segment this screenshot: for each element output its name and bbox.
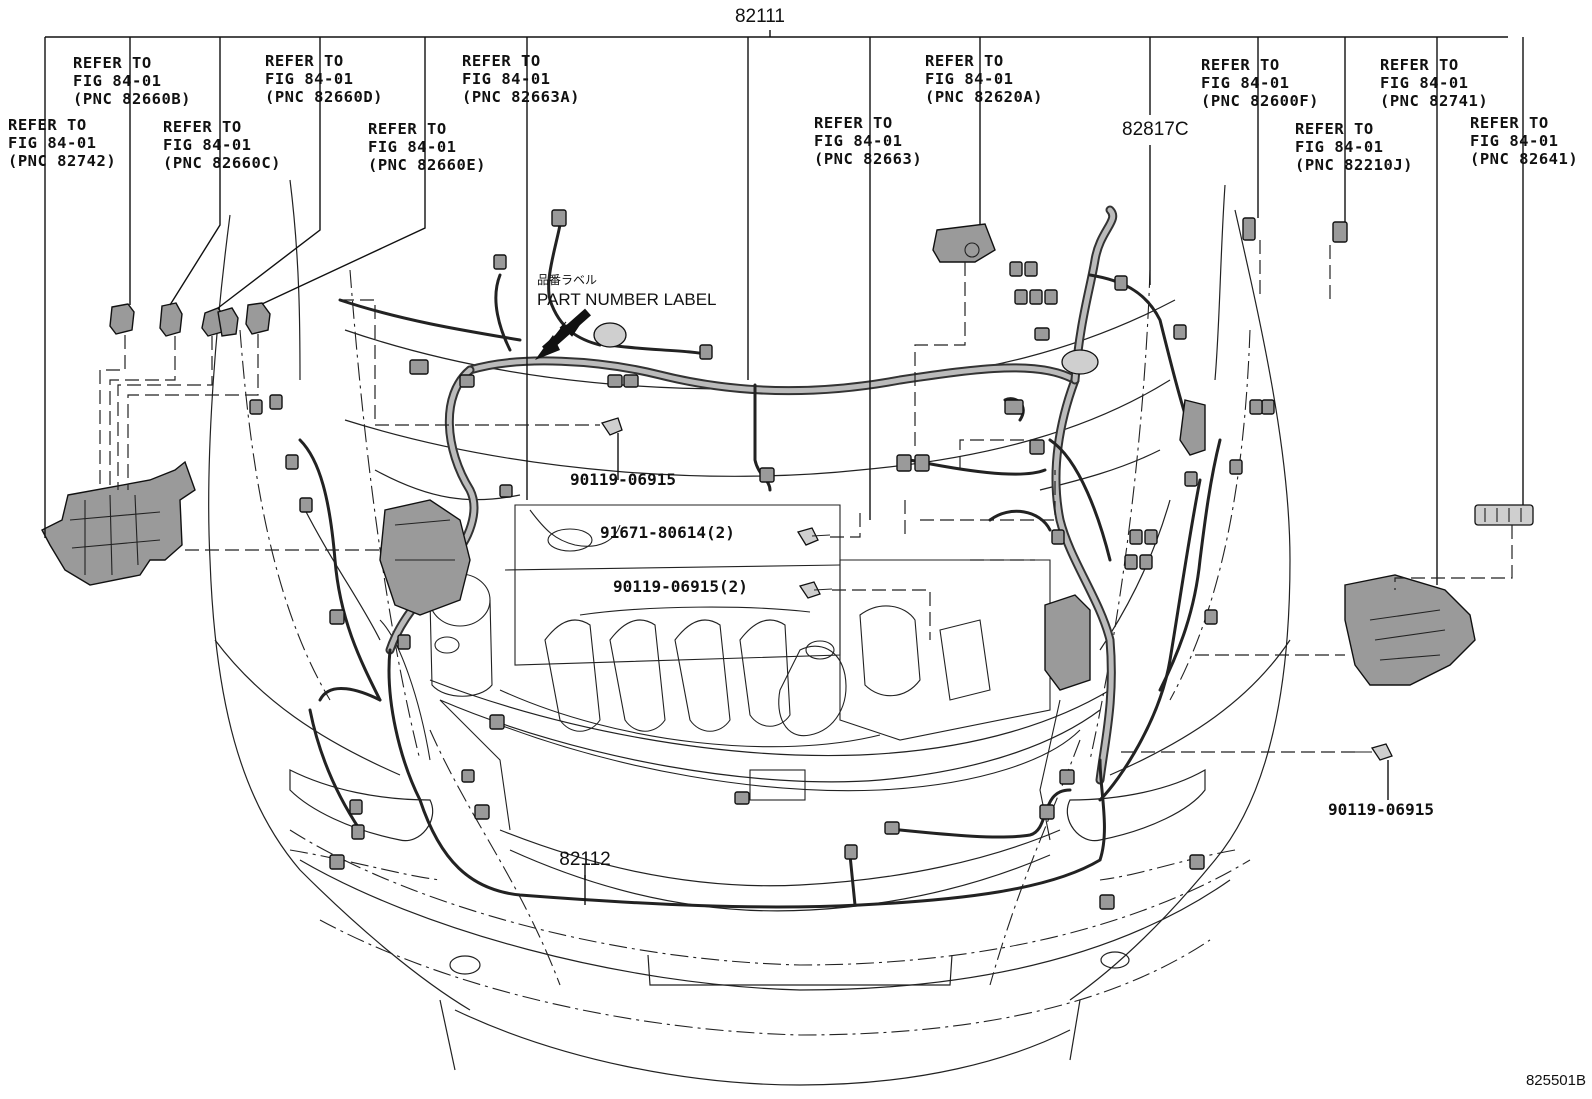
svg-text:FIG 84-01: FIG 84-01 [1380, 74, 1469, 92]
ref-82210J: REFER TO FIG 84-01 (PNC 82210J) [1295, 120, 1413, 174]
sub-harness [308, 648, 1106, 909]
relay-connector-82620A [932, 223, 996, 263]
bolts [600, 417, 1393, 761]
svg-text:FIG 84-01: FIG 84-01 [925, 70, 1014, 88]
svg-text:FIG 84-01: FIG 84-01 [265, 70, 354, 88]
svg-text:FIG 84-01: FIG 84-01 [368, 138, 457, 156]
ref-82620A: REFER TO FIG 84-01 (PNC 82620A) [925, 52, 1043, 106]
fastener-bolt-right: 90119-06915 [1328, 800, 1434, 819]
fuse-block-right [1344, 504, 1534, 686]
svg-text:REFER TO: REFER TO [814, 114, 893, 132]
connectors [109, 209, 1348, 910]
svg-text:REFER TO: REFER TO [265, 52, 344, 70]
part-number-82817C: 82817C [1122, 119, 1189, 140]
svg-text:REFER TO: REFER TO [8, 116, 87, 134]
engine-assembly [379, 504, 1081, 841]
grommet [593, 322, 1099, 375]
fastener-clip-center: 91671-80614(2) [600, 523, 735, 542]
ref-82742: REFER TO FIG 84-01 (PNC 82742) [8, 116, 116, 170]
svg-text:(PNC 82620A): (PNC 82620A) [925, 88, 1043, 106]
leader-lines [44, 30, 1524, 880]
svg-text:(PNC 82660C): (PNC 82660C) [163, 154, 281, 172]
svg-text:REFER TO: REFER TO [1295, 120, 1374, 138]
svg-text:FIG 84-01: FIG 84-01 [163, 136, 252, 154]
dashed-connection-lines [99, 240, 1513, 753]
figure-id: 825501B [1526, 1072, 1586, 1089]
svg-text:(PNC 82641): (PNC 82641) [1470, 150, 1578, 168]
ref-82660C: REFER TO FIG 84-01 (PNC 82660C) [163, 118, 281, 172]
ref-82660D: REFER TO FIG 84-01 (PNC 82660D) [265, 52, 383, 106]
svg-text:FIG 84-01: FIG 84-01 [73, 72, 162, 90]
svg-text:(PNC 82660D): (PNC 82660D) [265, 88, 383, 106]
svg-text:(PNC 82600F): (PNC 82600F) [1201, 92, 1319, 110]
svg-text:FIG 84-01: FIG 84-01 [462, 70, 551, 88]
svg-text:FIG 84-01: FIG 84-01 [1470, 132, 1559, 150]
vehicle-body-outline [208, 179, 1291, 1086]
svg-text:(PNC 82742): (PNC 82742) [8, 152, 116, 170]
svg-text:FIG 84-01: FIG 84-01 [814, 132, 903, 150]
ref-82641: REFER TO FIG 84-01 (PNC 82641) [1470, 114, 1578, 168]
ref-82660B: REFER TO FIG 84-01 (PNC 82660B) [73, 54, 191, 108]
callout-labels: 82111 82112 82817C 品番ラベル PART NUMBER LAB… [8, 6, 1586, 1089]
ref-82663: REFER TO FIG 84-01 (PNC 82663) [814, 114, 922, 168]
ecu-left [379, 499, 471, 616]
svg-text:FIG 84-01: FIG 84-01 [1201, 74, 1290, 92]
svg-text:REFER TO: REFER TO [163, 118, 242, 136]
fastener-bolt-upper: 90119-06915 [570, 470, 676, 489]
svg-text:(PNC 82660B): (PNC 82660B) [73, 90, 191, 108]
svg-text:REFER TO: REFER TO [1201, 56, 1280, 74]
part-number-82111: 82111 [735, 6, 785, 27]
part-number-label-jp: 品番ラベル [537, 273, 597, 287]
relay-block-82817C [1044, 399, 1206, 691]
svg-text:REFER TO: REFER TO [1470, 114, 1549, 132]
svg-text:(PNC 82663A): (PNC 82663A) [462, 88, 580, 106]
part-number-82112: 82112 [559, 849, 610, 870]
ref-82660E: REFER TO FIG 84-01 (PNC 82660E) [368, 120, 486, 174]
svg-text:REFER TO: REFER TO [368, 120, 447, 138]
svg-text:FIG 84-01: FIG 84-01 [1295, 138, 1384, 156]
fastener-bolt-center: 90119-06915(2) [613, 577, 748, 596]
svg-text:REFER TO: REFER TO [462, 52, 541, 70]
svg-text:(PNC 82741): (PNC 82741) [1380, 92, 1488, 110]
ref-82600F: REFER TO FIG 84-01 (PNC 82600F) [1201, 56, 1319, 110]
relay-block-left [41, 460, 196, 586]
part-number-label: PART NUMBER LABEL [537, 290, 717, 309]
ref-82663A: REFER TO FIG 84-01 (PNC 82663A) [462, 52, 580, 106]
svg-text:REFER TO: REFER TO [73, 54, 152, 72]
svg-text:(PNC 82663): (PNC 82663) [814, 150, 922, 168]
svg-text:REFER TO: REFER TO [925, 52, 1004, 70]
svg-text:(PNC 82660E): (PNC 82660E) [368, 156, 486, 174]
svg-text:FIG 84-01: FIG 84-01 [8, 134, 97, 152]
svg-text:REFER TO: REFER TO [1380, 56, 1459, 74]
svg-text:(PNC 82210J): (PNC 82210J) [1295, 156, 1413, 174]
ref-82741: REFER TO FIG 84-01 (PNC 82741) [1380, 56, 1488, 110]
